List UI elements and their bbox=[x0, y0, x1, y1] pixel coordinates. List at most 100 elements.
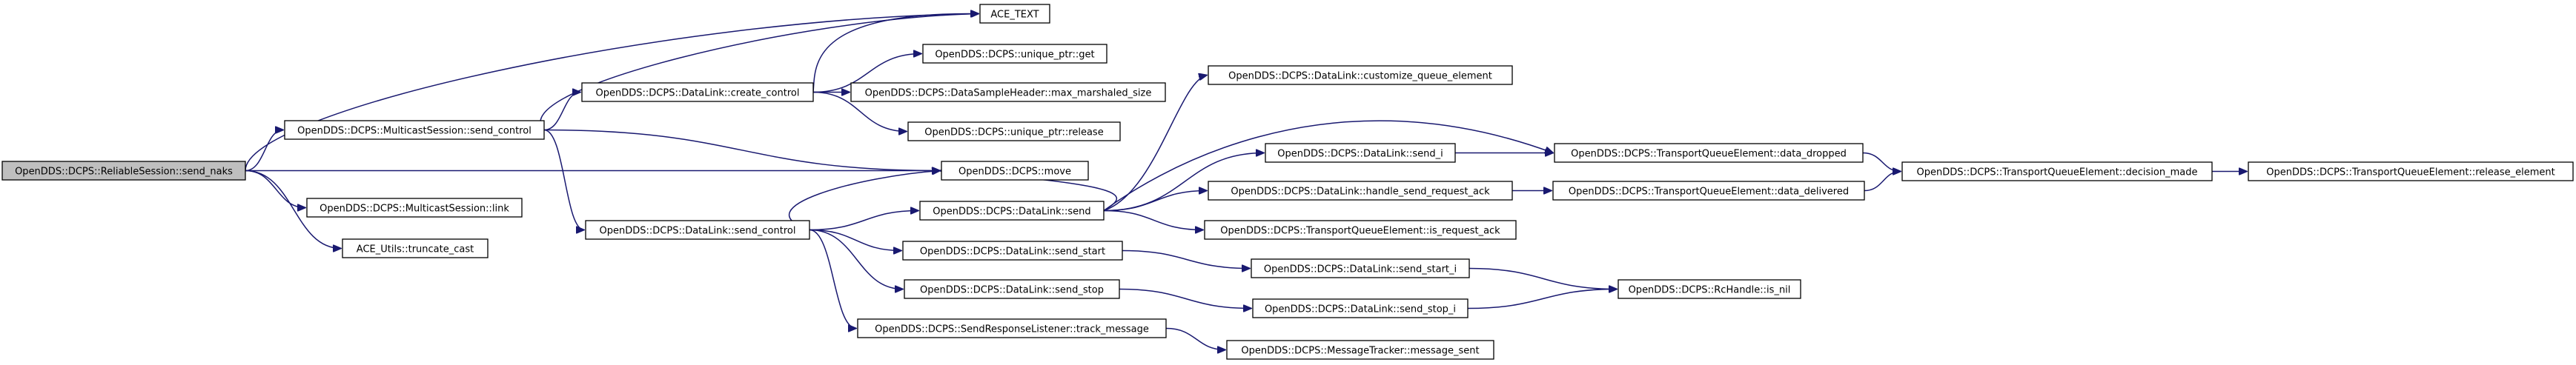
node-create-control[interactable]: OpenDDS::DCPS::DataLink::create_control bbox=[581, 82, 814, 102]
node-is-request-ack[interactable]: OpenDDS::DCPS::TransportQueueElement::is… bbox=[1204, 220, 1517, 240]
node-label: OpenDDS::DCPS::DataLink::send_stop bbox=[920, 285, 1104, 296]
node-label: OpenDDS::DCPS::MessageTracker::message_s… bbox=[1241, 346, 1479, 357]
node-box bbox=[1552, 181, 1865, 201]
node-box bbox=[922, 44, 1107, 64]
edge-send_start_i-to-is_nil bbox=[1469, 267, 1617, 289]
node-box bbox=[585, 220, 810, 240]
node-label: OpenDDS::DCPS::ReliableSession::send_nak… bbox=[15, 167, 233, 178]
node-label: OpenDDS::DCPS::TransportQueueElement::da… bbox=[1569, 187, 1849, 198]
node-label: OpenDDS::DCPS::MulticastSession::link bbox=[319, 204, 509, 215]
node-label: OpenDDS::DCPS::DataLink::send_i bbox=[1277, 149, 1443, 160]
edge-dl_send_control-to-move bbox=[788, 171, 940, 231]
node-box bbox=[1265, 143, 1456, 163]
edge-dl_send-to-handle_send_request_ack bbox=[1103, 191, 1207, 212]
node-truncate-cast[interactable]: ACE_Utils::truncate_cast bbox=[342, 238, 489, 258]
edge-send_start-to-send_start_i bbox=[1122, 250, 1250, 269]
node-box bbox=[284, 120, 545, 140]
node-label: OpenDDS::DCPS::unique_ptr::release bbox=[924, 127, 1103, 138]
edge-create_control-to-ace_text bbox=[812, 13, 979, 93]
node-label: OpenDDS::DCPS::DataLink::handle_send_req… bbox=[1231, 187, 1490, 198]
node-label: OpenDDS::DCPS::move bbox=[958, 167, 1071, 178]
node-label: OpenDDS::DCPS::TransportQueueElement::de… bbox=[1917, 167, 2198, 178]
node-label: OpenDDS::DCPS::TransportQueueElement::is… bbox=[1220, 226, 1500, 237]
node-message-sent[interactable]: OpenDDS::DCPS::MessageTracker::message_s… bbox=[1226, 340, 1494, 360]
edge-send_stop-to-send_stop_i bbox=[1119, 288, 1251, 309]
node-box bbox=[941, 161, 1089, 181]
node-box bbox=[1252, 298, 1469, 318]
node-label: OpenDDS::DCPS::DataLink::send_start bbox=[920, 247, 1105, 258]
edge-dl_send_control-to-track_message bbox=[809, 229, 856, 329]
node-label: ACE_Utils::truncate_cast bbox=[357, 244, 474, 255]
node-box bbox=[850, 82, 1166, 102]
node-label: OpenDDS::DCPS::unique_ptr::get bbox=[935, 50, 1094, 61]
edge-send_naks-to-ace_text bbox=[245, 14, 979, 171]
node-label: OpenDDS::DCPS::DataLink::send_start_i bbox=[1264, 264, 1457, 275]
node-data-dropped[interactable]: OpenDDS::DCPS::TransportQueueElement::da… bbox=[1554, 143, 1864, 163]
node-box bbox=[907, 121, 1121, 141]
edge-dl_send-to-is_request_ack bbox=[1103, 210, 1203, 230]
node-dl-send-control[interactable]: OpenDDS::DCPS::DataLink::send_control bbox=[585, 220, 810, 240]
edge-mc_send_control-to-dl_send_control bbox=[543, 129, 584, 230]
node-label: OpenDDS::DCPS::DataLink::customize_queue… bbox=[1228, 71, 1492, 82]
node-handle-send-request-ack[interactable]: OpenDDS::DCPS::DataLink::handle_send_req… bbox=[1208, 181, 1513, 201]
node-move[interactable]: OpenDDS::DCPS::move bbox=[941, 161, 1089, 181]
node-max-marshaled-size[interactable]: OpenDDS::DCPS::DataSampleHeader::max_mar… bbox=[850, 82, 1166, 102]
node-send-stop[interactable]: OpenDDS::DCPS::DataLink::send_stop bbox=[904, 279, 1120, 299]
node-send-i[interactable]: OpenDDS::DCPS::DataLink::send_i bbox=[1265, 143, 1456, 163]
node-box bbox=[1251, 258, 1470, 278]
node-release-element[interactable]: OpenDDS::DCPS::TransportQueueElement::re… bbox=[2248, 161, 2574, 181]
edge-mc_send_control-to-create_control bbox=[543, 93, 580, 131]
node-ace-text[interactable]: ACE_TEXT bbox=[979, 4, 1050, 24]
edge-create_control-to-uptr_release bbox=[812, 91, 907, 132]
edge-send_naks-to-mc_send_control bbox=[245, 130, 283, 172]
edge-track_message-to-message_sent bbox=[1165, 327, 1225, 350]
node-is-nil[interactable]: OpenDDS::DCPS::RcHandle::is_nil bbox=[1618, 279, 1801, 299]
node-box bbox=[1208, 181, 1513, 201]
node-box bbox=[902, 241, 1123, 261]
node-box bbox=[904, 279, 1120, 299]
node-uptr-get[interactable]: OpenDDS::DCPS::unique_ptr::get bbox=[922, 44, 1107, 64]
node-box bbox=[919, 201, 1105, 221]
node-label: OpenDDS::DCPS::DataLink::create_control bbox=[596, 88, 800, 99]
node-box bbox=[1226, 340, 1494, 360]
node-box bbox=[1554, 143, 1864, 163]
edge-send_stop_i-to-is_nil bbox=[1467, 289, 1617, 309]
node-label: OpenDDS::DCPS::DataLink::send_stop_i bbox=[1265, 304, 1456, 315]
node-uptr-release[interactable]: OpenDDS::DCPS::unique_ptr::release bbox=[907, 121, 1121, 141]
node-mc-send-control[interactable]: OpenDDS::DCPS::MulticastSession::send_co… bbox=[284, 120, 545, 140]
node-box bbox=[342, 238, 489, 258]
node-send-start-i[interactable]: OpenDDS::DCPS::DataLink::send_start_i bbox=[1251, 258, 1470, 278]
edge-mc_send_control-to-move bbox=[543, 129, 940, 171]
node-box bbox=[1208, 65, 1513, 85]
node-box bbox=[1901, 161, 2213, 181]
nodes: OpenDDS::DCPS::ReliableSession::send_nak… bbox=[1, 4, 2574, 360]
node-mc-link[interactable]: OpenDDS::DCPS::MulticastSession::link bbox=[306, 198, 523, 218]
edge-dl_send_control-to-send_stop bbox=[809, 229, 903, 289]
node-label: OpenDDS::DCPS::RcHandle::is_nil bbox=[1629, 285, 1791, 296]
edges bbox=[245, 13, 2247, 349]
node-label: OpenDDS::DCPS::MulticastSession::send_co… bbox=[297, 126, 532, 137]
node-send-naks[interactable]: OpenDDS::DCPS::ReliableSession::send_nak… bbox=[1, 161, 246, 181]
node-decision-made[interactable]: OpenDDS::DCPS::TransportQueueElement::de… bbox=[1901, 161, 2213, 181]
edge-dl_send_control-to-send_start bbox=[809, 229, 901, 251]
node-label: ACE_TEXT bbox=[990, 10, 1039, 21]
node-data-delivered[interactable]: OpenDDS::DCPS::TransportQueueElement::da… bbox=[1552, 181, 1865, 201]
node-send-start[interactable]: OpenDDS::DCPS::DataLink::send_start bbox=[902, 241, 1123, 261]
edge-dl_send-to-data_dropped bbox=[1103, 120, 1553, 212]
node-box bbox=[306, 198, 523, 218]
node-box bbox=[1204, 220, 1517, 240]
edge-dl_send-to-customize_queue_element bbox=[1103, 76, 1207, 212]
node-label: OpenDDS::DCPS::SendResponseListener::tra… bbox=[875, 324, 1149, 335]
node-label: OpenDDS::DCPS::DataSampleHeader::max_mar… bbox=[865, 88, 1152, 99]
node-label: OpenDDS::DCPS::DataLink::send_control bbox=[600, 226, 796, 237]
node-dl-send[interactable]: OpenDDS::DCPS::DataLink::send bbox=[919, 201, 1105, 221]
edge-dl_send_control-to-dl_send bbox=[809, 211, 918, 231]
node-label: OpenDDS::DCPS::TransportQueueElement::re… bbox=[2266, 167, 2555, 178]
node-label: OpenDDS::DCPS::DataLink::send bbox=[933, 207, 1090, 218]
node-box bbox=[857, 318, 1167, 338]
edge-mc_send_control-to-ace_text bbox=[540, 14, 979, 131]
node-send-stop-i[interactable]: OpenDDS::DCPS::DataLink::send_stop_i bbox=[1252, 298, 1469, 318]
node-track-message[interactable]: OpenDDS::DCPS::SendResponseListener::tra… bbox=[857, 318, 1167, 338]
node-customize-queue-element[interactable]: OpenDDS::DCPS::DataLink::customize_queue… bbox=[1208, 65, 1513, 85]
